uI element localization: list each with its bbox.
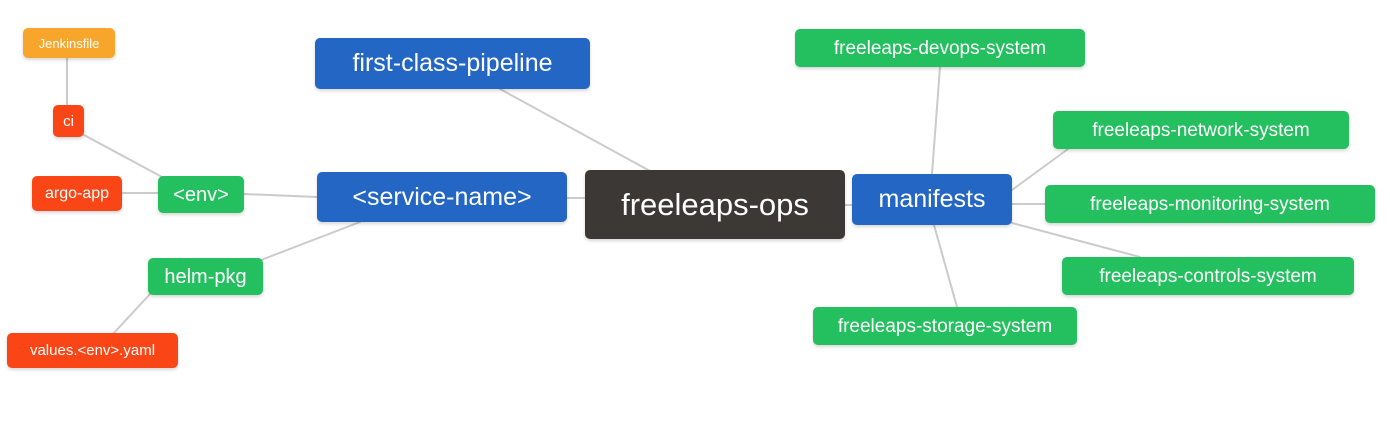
node-controls-system[interactable]: freeleaps-controls-system <box>1062 257 1354 295</box>
edge-first-class-pipeline-freeleaps-ops <box>499 88 651 172</box>
edge-manifests-network-system <box>1011 148 1069 191</box>
node-devops-system[interactable]: freeleaps-devops-system <box>795 29 1085 67</box>
edge-helm-pkg-values-env-yaml <box>112 293 151 335</box>
node-env[interactable]: <env> <box>158 176 244 213</box>
node-network-system[interactable]: freeleaps-network-system <box>1053 111 1349 149</box>
node-first-class-pipeline[interactable]: first-class-pipeline <box>315 38 590 89</box>
node-values-env-yaml[interactable]: values.<env>.yaml <box>7 333 178 368</box>
node-freeleaps-ops[interactable]: freeleaps-ops <box>585 170 845 239</box>
edge-ci-env <box>83 134 163 178</box>
node-ci[interactable]: ci <box>53 105 84 137</box>
node-storage-system[interactable]: freeleaps-storage-system <box>813 307 1077 345</box>
node-monitoring-system[interactable]: freeleaps-monitoring-system <box>1045 185 1375 223</box>
edge-manifests-controls-system <box>1011 222 1141 258</box>
node-manifests[interactable]: manifests <box>852 174 1012 225</box>
node-argo-app[interactable]: argo-app <box>32 176 122 211</box>
edge-service-name-helm-pkg <box>260 221 361 261</box>
edge-devops-system-manifests <box>931 66 941 175</box>
node-helm-pkg[interactable]: helm-pkg <box>148 258 263 295</box>
node-service-name[interactable]: <service-name> <box>317 172 567 222</box>
edge-manifests-storage-system <box>933 224 958 308</box>
edge-env-service-name <box>243 193 318 198</box>
node-jenkinsfile[interactable]: Jenkinsfile <box>23 28 115 58</box>
